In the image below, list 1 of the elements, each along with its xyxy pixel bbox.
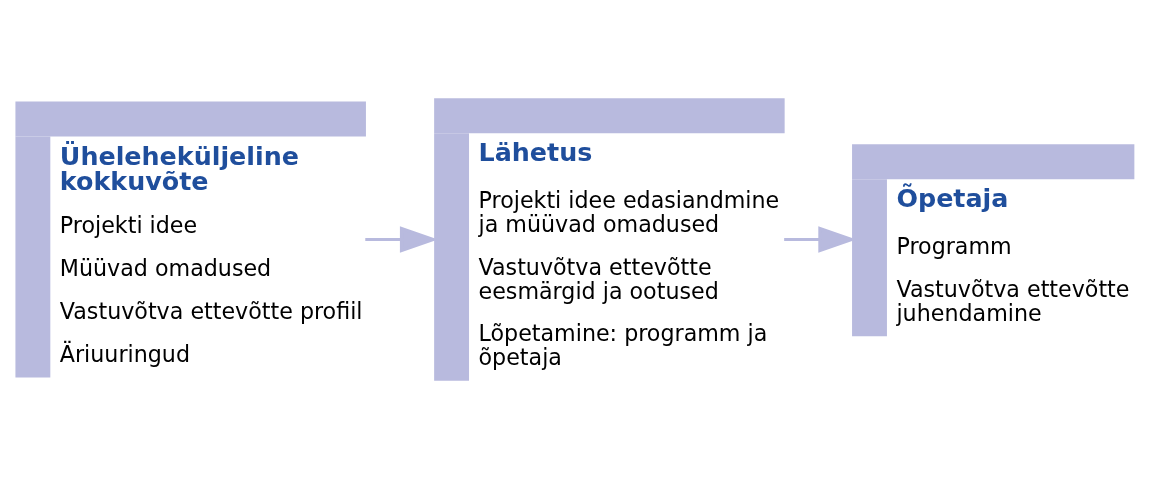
arrow	[365, 225, 438, 253]
